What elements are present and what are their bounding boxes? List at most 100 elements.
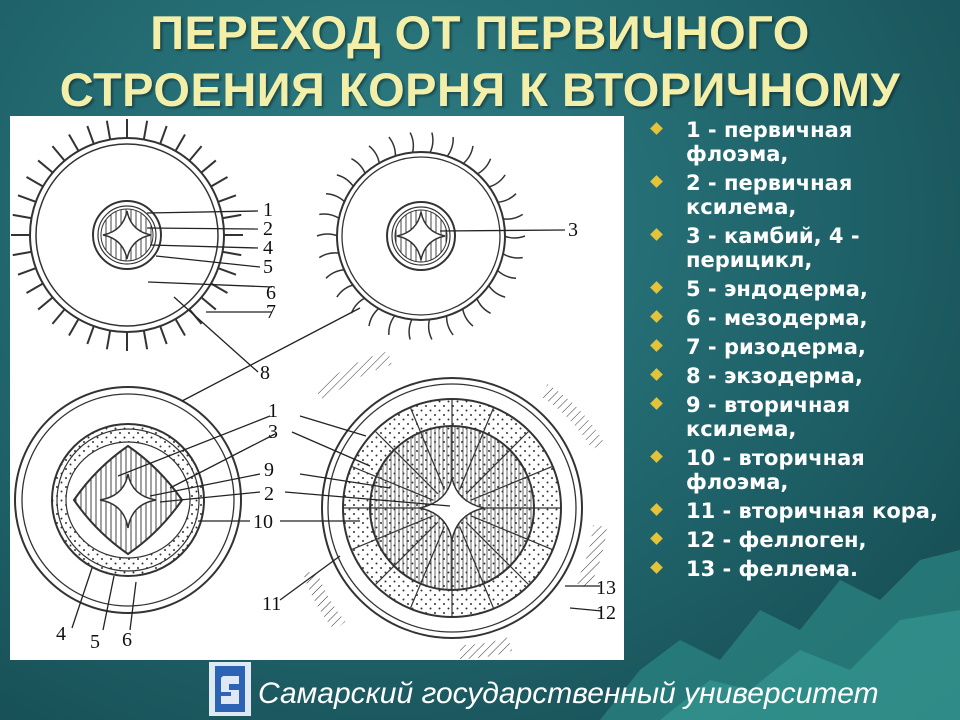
diamond-bullet-icon xyxy=(650,281,663,294)
root-hair xyxy=(87,126,94,145)
root-hair xyxy=(201,160,216,173)
diamond-bullet-icon xyxy=(650,561,663,574)
page-title: ПЕРЕХОД ОТ ПЕРВИЧНОГО СТРОЕНИЯ КОРНЯ К В… xyxy=(0,4,960,118)
root-hair xyxy=(337,175,354,187)
diamond-bullet-icon xyxy=(650,532,663,545)
root-secondary-1 xyxy=(15,387,241,613)
root-hair xyxy=(52,309,65,324)
diamond-bullet-icon xyxy=(650,397,663,410)
root-hair xyxy=(429,319,432,340)
root-hair xyxy=(409,319,412,340)
diamond-bullet-icon xyxy=(650,339,663,352)
legend-item-text: 10 - вторичная флоэма, xyxy=(686,446,865,494)
root-hair xyxy=(389,137,396,157)
root-hair xyxy=(222,252,242,255)
title-line-2: СТРОЕНИЯ КОРНЯ К ВТОРИЧНОМУ xyxy=(0,61,960,118)
root-hair xyxy=(175,318,185,335)
legend-item-text: 3 - камбий, 4 - перицикл, xyxy=(686,224,860,272)
label-5b: 5 xyxy=(90,631,100,653)
root-hair xyxy=(389,315,396,335)
root-hair xyxy=(69,318,79,335)
diamond-bullet-icon xyxy=(650,310,663,323)
root-hair xyxy=(13,215,33,218)
label-5a: 5 xyxy=(263,256,273,278)
root-hair xyxy=(160,325,167,344)
legend-item: 9 - вторичная ксилема, xyxy=(650,393,950,441)
label-7a: 7 xyxy=(266,301,276,323)
legend-item: 8 - экзодерма, xyxy=(650,364,950,388)
root-hair xyxy=(497,270,516,279)
root-hair xyxy=(319,253,340,258)
root-hair xyxy=(337,285,354,297)
legend-item-text: 13 - феллема. xyxy=(686,557,858,581)
diamond-bullet-icon xyxy=(650,122,663,135)
diamond-bullet-icon xyxy=(650,450,663,463)
root-hair xyxy=(107,121,110,141)
root-hair xyxy=(326,270,345,279)
root-primary-2 xyxy=(317,133,525,340)
label-1b: 1 xyxy=(268,400,278,422)
legend-item-text: 11 - вторичная кора, xyxy=(686,499,938,523)
legend-item-text: 2 - первичная ксилема, xyxy=(686,171,852,219)
root-hair xyxy=(447,315,454,335)
root-hair xyxy=(27,177,44,187)
university-logo-icon xyxy=(209,662,251,716)
root-hair xyxy=(410,133,413,154)
legend-item-text: 12 - феллоген, xyxy=(686,528,867,552)
root-hair xyxy=(369,308,380,326)
diamond-bullet-icon xyxy=(650,228,663,241)
label-9: 9 xyxy=(264,459,274,481)
root-hair xyxy=(351,159,365,175)
root-hair xyxy=(222,215,242,218)
legend-item: 12 - феллоген, xyxy=(650,528,950,552)
root-hair xyxy=(144,330,147,350)
university-name: Самарский государственный университет xyxy=(258,674,879,714)
root-hair xyxy=(69,135,79,152)
legend-item: 1 - первичная флоэма, xyxy=(650,118,950,166)
label-12: 12 xyxy=(596,602,616,624)
legend-item: 10 - вторичная флоэма, xyxy=(650,446,950,494)
legend-item: 13 - феллема. xyxy=(650,557,950,581)
label-3a: 3 xyxy=(568,219,578,241)
root-hair xyxy=(87,325,94,344)
root-hair xyxy=(52,146,65,161)
root-structure-diagram: 1 2 4 5 6 7 8 3 1 3 9 2 10 11 13 12 4 5 … xyxy=(10,116,624,660)
diamond-bullet-icon xyxy=(650,503,663,516)
legend-item: 3 - камбий, 4 - перицикл, xyxy=(650,224,950,272)
label-8: 8 xyxy=(260,362,270,384)
legend-item-text: 9 - вторичная ксилема, xyxy=(686,393,850,441)
root-hair xyxy=(369,146,380,164)
legend-item-text: 7 - ризодерма, xyxy=(686,335,866,359)
root-hair xyxy=(463,146,474,164)
label-2b: 2 xyxy=(264,483,274,505)
legend-item-text: 5 - эндодерма, xyxy=(686,277,868,301)
root-hair xyxy=(502,214,523,219)
root-hair xyxy=(477,298,491,314)
root-hair xyxy=(210,177,227,187)
root-hair xyxy=(201,297,216,310)
root-hair xyxy=(497,194,516,203)
label-13: 13 xyxy=(596,577,616,599)
root-hair xyxy=(430,133,433,154)
root-hair xyxy=(488,285,505,297)
root-hair xyxy=(326,194,345,203)
root-hair xyxy=(317,234,338,236)
legend-item: 2 - первичная ксилема, xyxy=(650,171,950,219)
root-hair xyxy=(217,195,236,202)
root-hair xyxy=(463,308,474,326)
root-hair xyxy=(38,297,53,310)
root-hair xyxy=(107,330,110,350)
root-hair xyxy=(18,195,37,202)
label-10: 10 xyxy=(253,511,273,533)
root-hair xyxy=(18,268,37,275)
root-secondary-2 xyxy=(310,358,600,652)
root-hair xyxy=(27,283,44,293)
root-hair xyxy=(175,135,185,152)
legend-item: 11 - вторичная кора, xyxy=(650,499,950,523)
root-hair xyxy=(504,236,525,238)
root-hair xyxy=(189,146,202,161)
legend-list: 1 - первичная флоэма, 2 - первичная ксил… xyxy=(650,118,950,586)
label-4b: 4 xyxy=(56,623,66,645)
legend-item: 7 - ризодерма, xyxy=(650,335,950,359)
diamond-bullet-icon xyxy=(650,175,663,188)
